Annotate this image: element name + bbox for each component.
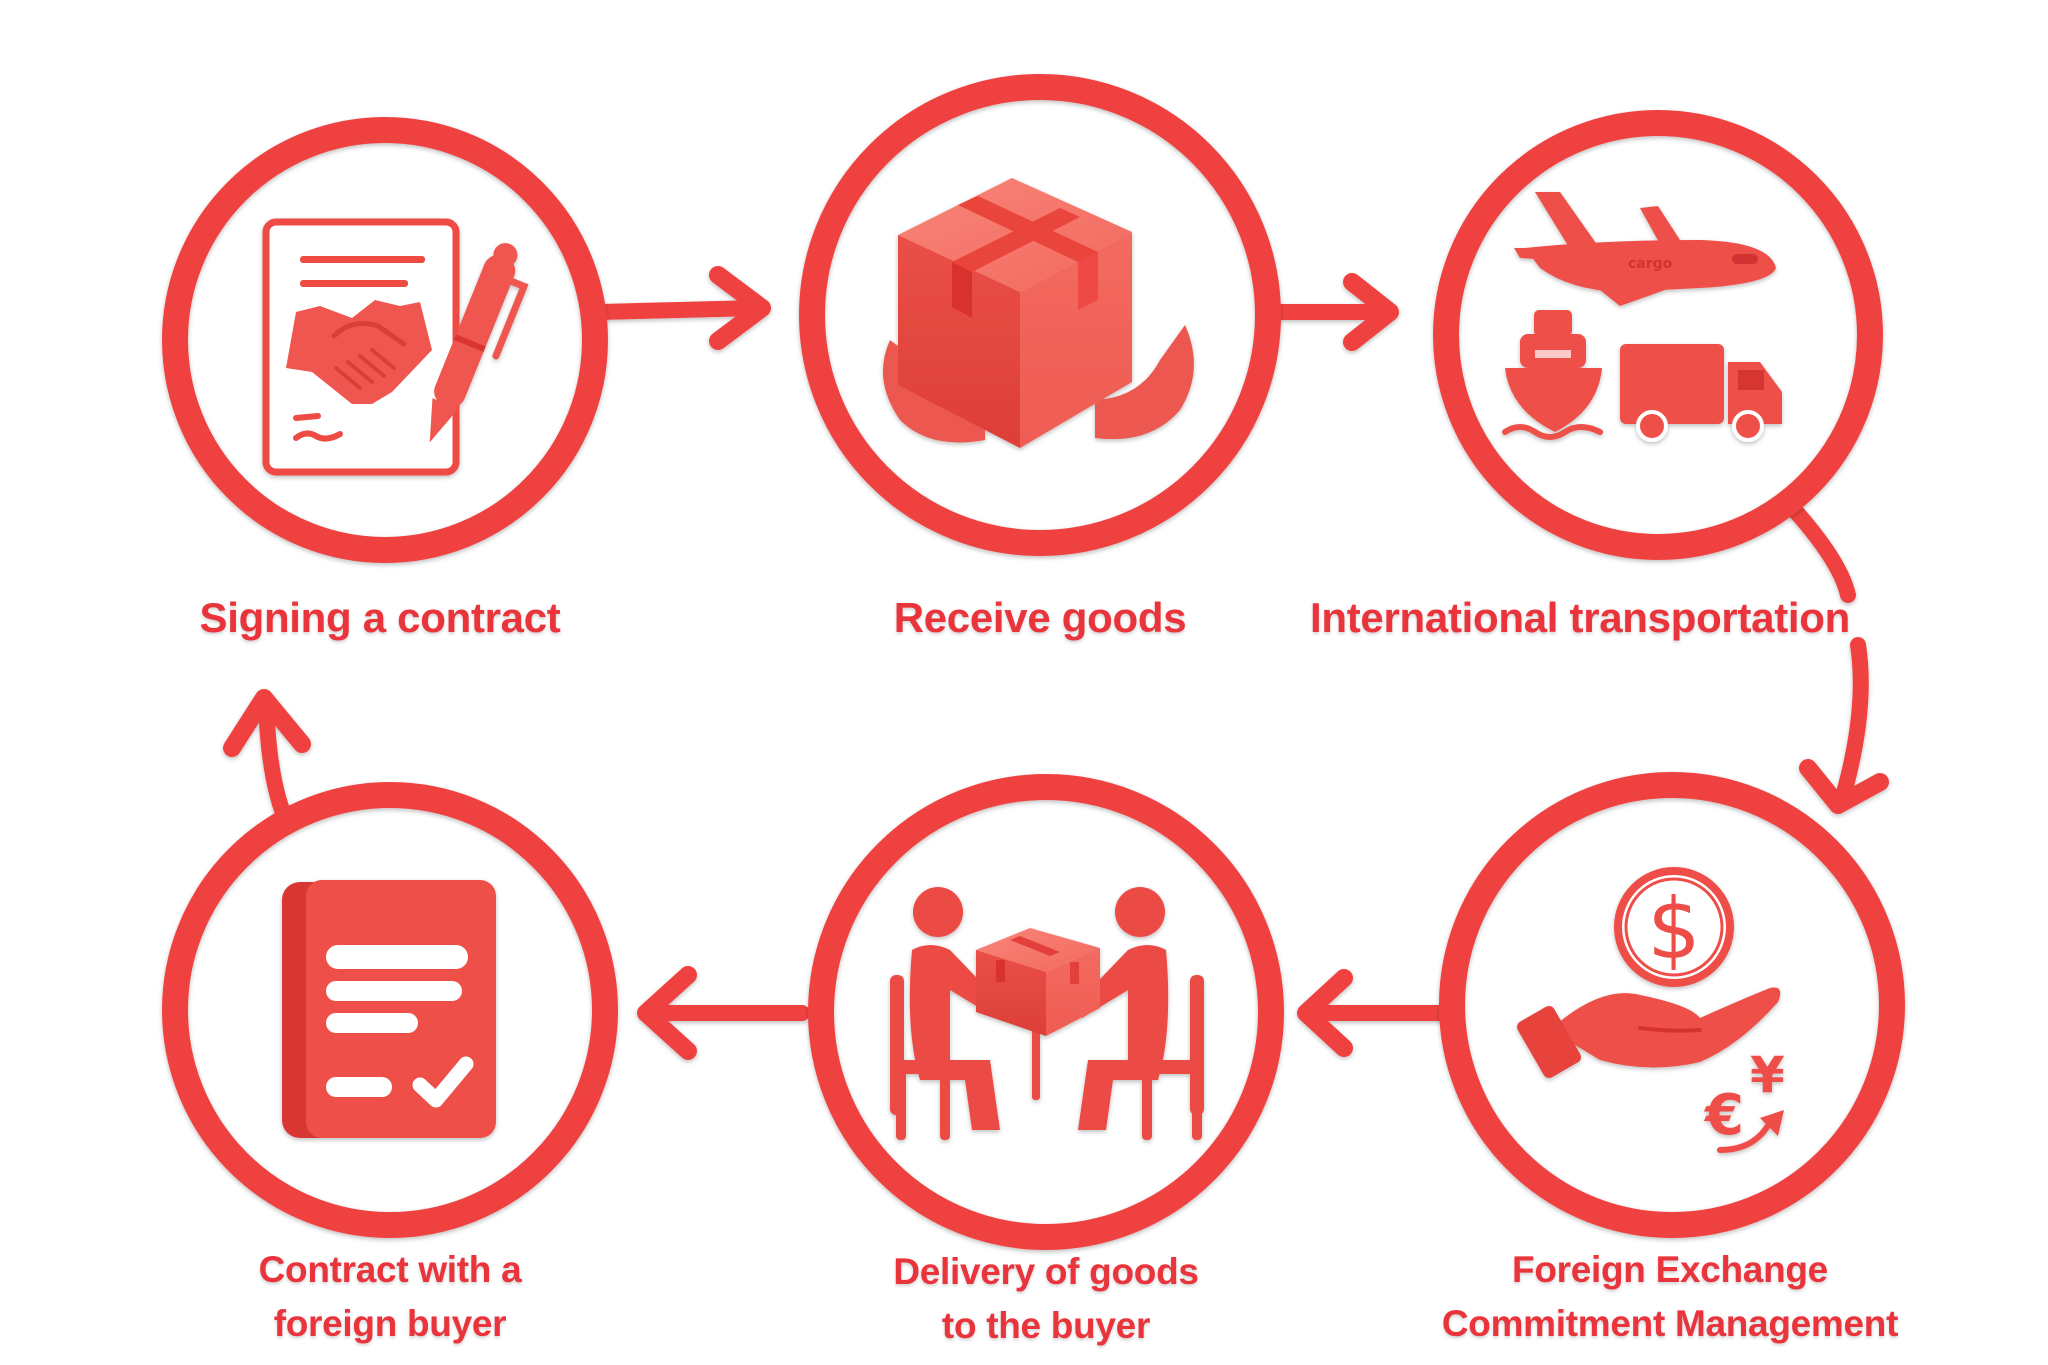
step5-label-line2: to the buyer (941, 1305, 1151, 1346)
step6-label-line1: Contract with a (258, 1249, 522, 1290)
two-people-exchanging-box-icon (890, 887, 1204, 1140)
svg-text:¥: ¥ (1750, 1046, 1785, 1104)
ring-step5 (808, 774, 1284, 1250)
svg-text:cargo: cargo (1628, 256, 1673, 272)
arrow-step1-to-step2 (592, 266, 771, 350)
step-label-international-transportation: International transportation (1280, 594, 1880, 642)
connector-arrows (223, 266, 1889, 1060)
arrow-step4-to-step5 (1297, 969, 1448, 1057)
step-label-signing-a-contract: Signing a contract (180, 594, 580, 642)
document-checkmark-icon (282, 880, 496, 1138)
step-label-receive-goods: Receive goods (840, 594, 1240, 642)
ring-step6 (162, 782, 618, 1238)
handshake-contract-pen-icon (262, 218, 529, 476)
svg-text:$: $ (1647, 880, 1700, 978)
step-label-foreign-exchange: Foreign Exchange Commitment Management (1400, 1243, 1940, 1351)
step-label-delivery-of-goods: Delivery of goods to the buyer (846, 1245, 1246, 1353)
hand-dollar-coin-currency-exchange-icon: $ € ¥ (1517, 867, 1785, 1153)
arrow-step2-to-step3 (1262, 273, 1399, 351)
arrow-step5-to-step6 (637, 966, 810, 1060)
currency-exchange-icon: € ¥ (1703, 1046, 1785, 1153)
step4-label-line1: Foreign Exchange (1512, 1249, 1828, 1290)
truck-icon (1620, 344, 1782, 442)
svg-text:€: € (1703, 1083, 1744, 1148)
open-hand-icon (1517, 987, 1781, 1079)
step3-label-line1: International transportation (1310, 594, 1850, 641)
step-rings (162, 74, 1905, 1250)
dollar-coin-icon: $ (1614, 867, 1734, 987)
ring-step2 (799, 74, 1281, 556)
ring-step4 (1439, 772, 1905, 1238)
step1-label-line1: Signing a contract (199, 594, 561, 641)
step5-label-line1: Delivery of goods (893, 1251, 1199, 1292)
airplane-icon: cargo (1514, 192, 1776, 306)
step6-label-line2: foreign buyer (273, 1303, 507, 1344)
step4-label-line2: Commitment Management (1441, 1303, 1899, 1344)
step-label-contract-with-foreign-buyer: Contract with a foreign buyer (190, 1243, 590, 1351)
package-box-in-hands-icon (882, 178, 1194, 448)
arrow-step3-to-step4 (1782, 497, 1889, 814)
ship-icon (1502, 310, 1603, 440)
step2-label-line1: Receive goods (893, 594, 1187, 641)
ring-step1 (162, 117, 608, 563)
ring-step3 (1433, 110, 1883, 560)
arrow-step6-to-step1 (223, 689, 311, 818)
airplane-ship-truck-icon: cargo (1502, 192, 1782, 442)
